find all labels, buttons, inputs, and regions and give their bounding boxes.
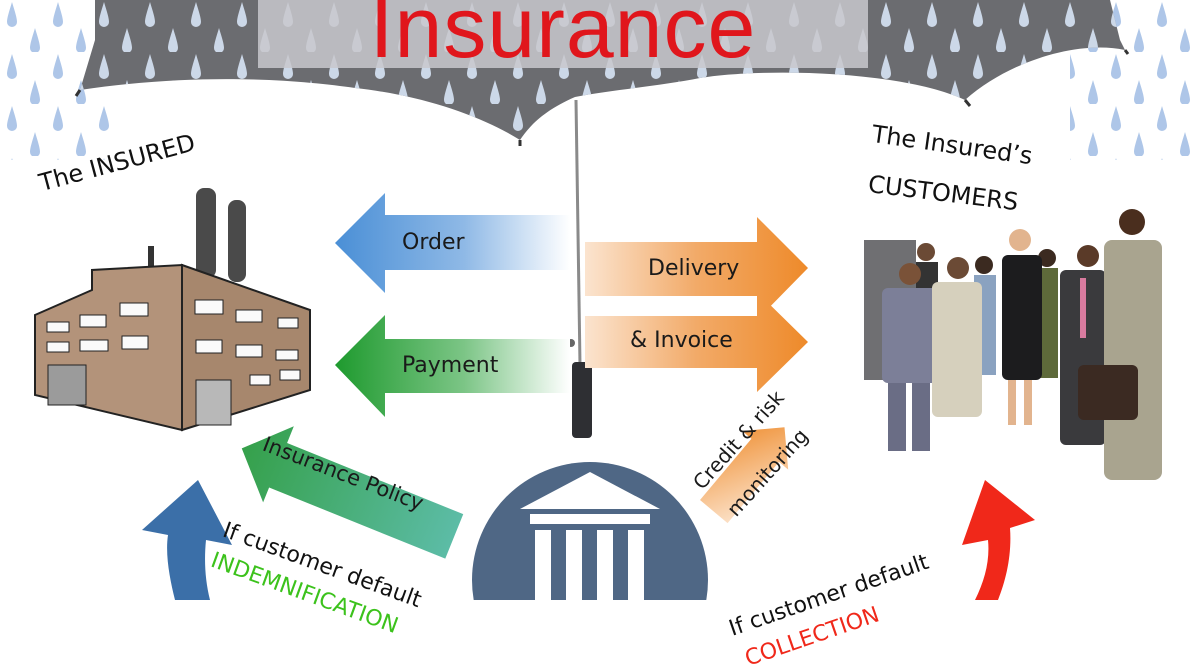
page-title: Insurance <box>369 0 757 76</box>
factory-illustration <box>34 188 311 432</box>
order-arrow-label: Order <box>402 230 465 255</box>
delivery-arrow-label: Delivery <box>648 256 740 281</box>
bank-building-icon <box>472 462 708 600</box>
payment-arrow-label: Payment <box>402 353 499 378</box>
title-band <box>258 0 868 68</box>
umbrella-rain-background <box>0 0 1200 600</box>
customers-illustration <box>864 209 1162 480</box>
invoice-arrow-label: & Invoice <box>630 328 733 353</box>
